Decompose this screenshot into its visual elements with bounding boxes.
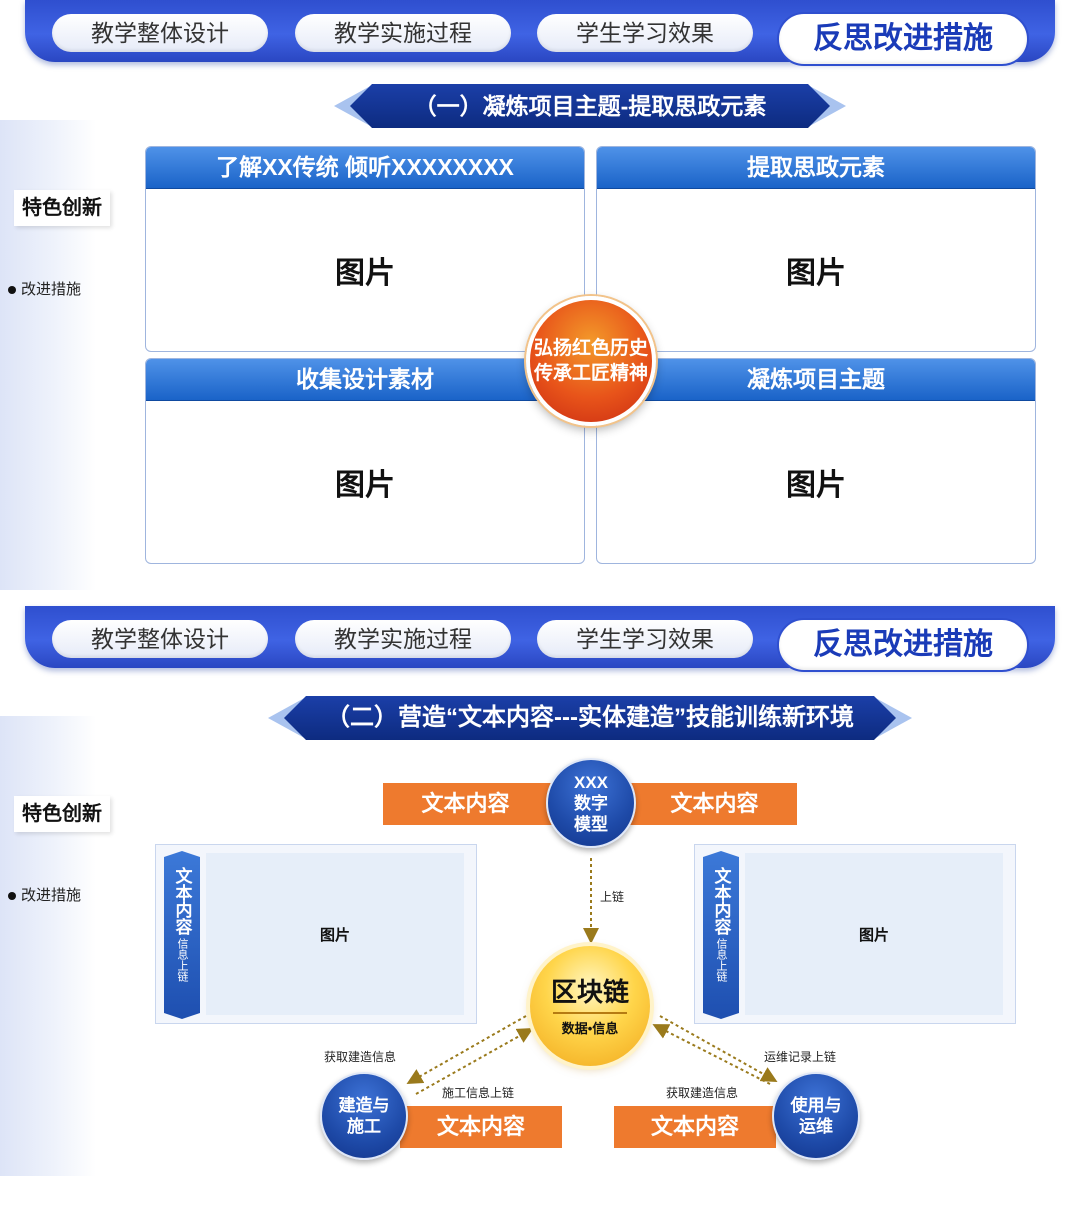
label-get-right: 获取建造信息 <box>666 1086 739 1100</box>
tab-teaching-process[interactable]: 教学实施过程 <box>295 14 511 52</box>
card-theme: 凝炼项目主题 图片 <box>596 358 1036 564</box>
tab-improvement[interactable]: 反思改进措施 <box>777 618 1029 672</box>
sidebar-label[interactable]: 特色创新 <box>14 190 110 226</box>
left-image-panel: 文本内容 信息上链 图片 <box>155 844 477 1024</box>
info-tag: 文本内容 信息上链 <box>703 851 739 1019</box>
section-title: （一）凝炼项目主题-提取思政元素 <box>413 93 767 119</box>
card-collect: 收集设计素材 图片 <box>145 358 585 564</box>
arrow-get-left <box>406 1015 527 1084</box>
top-nav: 教学整体设计 教学实施过程 学生学习效果 反思改进措施 <box>25 606 1055 672</box>
sidebar-item[interactable]: 改进措施 <box>8 884 81 905</box>
blockchain-circle: 区块链 数据•信息 <box>530 946 650 1066</box>
arrow-get-right <box>659 1015 778 1082</box>
right-image-panel: 文本内容 信息上链 图片 <box>694 844 1016 1024</box>
sidebar-background <box>0 716 96 1176</box>
sidebar-label[interactable]: 特色创新 <box>14 796 110 832</box>
image-placeholder: 图片 <box>786 257 846 290</box>
section-title: （二）营造“文本内容---实体建造”技能训练新环境 <box>326 704 854 731</box>
tab-teaching-design[interactable]: 教学整体设计 <box>52 620 268 658</box>
sidebar-item[interactable]: 改进措施 <box>8 278 81 299</box>
center-emblem: 弘扬红色历史 传承工匠精神 <box>526 296 656 426</box>
card-tradition: 了解XX传统 倾听XXXXXXXX 图片 <box>145 146 585 352</box>
card-title: 凝炼项目主题 <box>597 359 1035 401</box>
top-left-text: 文本内容 <box>421 791 510 816</box>
tab-teaching-process[interactable]: 教学实施过程 <box>295 620 511 658</box>
image-placeholder: 图片 <box>206 853 464 1015</box>
card-title: 收集设计素材 <box>146 359 584 401</box>
section-ribbon: （一）凝炼项目主题-提取思政元素 <box>334 84 846 128</box>
tab-teaching-design[interactable]: 教学整体设计 <box>52 14 268 52</box>
blockchain-title: 区块链 <box>550 976 629 1007</box>
bullet-icon <box>8 892 16 901</box>
label-construct-up: 施工信息上链 <box>442 1086 515 1100</box>
bottom-left-text-bar: 文本内容 <box>400 1106 562 1148</box>
digital-model-circle: XXX 数字 模型 <box>546 758 636 848</box>
tab-learning-effect[interactable]: 学生学习效果 <box>537 14 753 52</box>
arrow-ops-up <box>652 1024 771 1085</box>
bottom-right-text-bar: 文本内容 <box>614 1106 776 1148</box>
top-right-text: 文本内容 <box>670 791 759 816</box>
flow-arrows <box>406 858 778 1095</box>
section-1: 教学整体设计 教学实施过程 学生学习效果 反思改进措施 （一）凝炼项目主题-提取… <box>0 0 1080 600</box>
card-extract: 提取思政元素 图片 <box>596 146 1036 352</box>
card-title: 提取思政元素 <box>597 147 1035 189</box>
bullet-icon <box>8 286 16 295</box>
section-ribbon: （二）营造“文本内容---实体建造”技能训练新环境 <box>268 696 912 740</box>
image-placeholder: 图片 <box>745 853 1003 1015</box>
image-placeholder: 图片 <box>786 469 846 502</box>
operation-circle: 使用与 运维 <box>772 1072 860 1160</box>
label-ops-up: 运维记录上链 <box>764 1050 837 1064</box>
tab-learning-effect[interactable]: 学生学习效果 <box>537 620 753 658</box>
image-placeholder: 图片 <box>335 469 395 502</box>
construction-circle: 建造与 施工 <box>320 1072 408 1160</box>
info-tag: 文本内容 信息上链 <box>164 851 200 1019</box>
center-line-2: 传承工匠精神 <box>533 363 648 384</box>
arrow-construct-up <box>415 1028 534 1095</box>
tab-improvement[interactable]: 反思改进措施 <box>777 12 1029 66</box>
top-nav: 教学整体设计 教学实施过程 学生学习效果 反思改进措施 <box>25 0 1055 66</box>
blockchain-sub: 数据•信息 <box>561 1020 619 1036</box>
section-2: 教学整体设计 教学实施过程 学生学习效果 反思改进措施 （二）营造“文本内容--… <box>0 606 1080 1212</box>
label-up: 上链 <box>600 890 625 904</box>
image-placeholder: 图片 <box>335 257 395 290</box>
center-line-1: 弘扬红色历史 <box>533 338 648 359</box>
label-get-left: 获取建造信息 <box>324 1050 397 1064</box>
card-title: 了解XX传统 倾听XXXXXXXX <box>146 147 584 189</box>
